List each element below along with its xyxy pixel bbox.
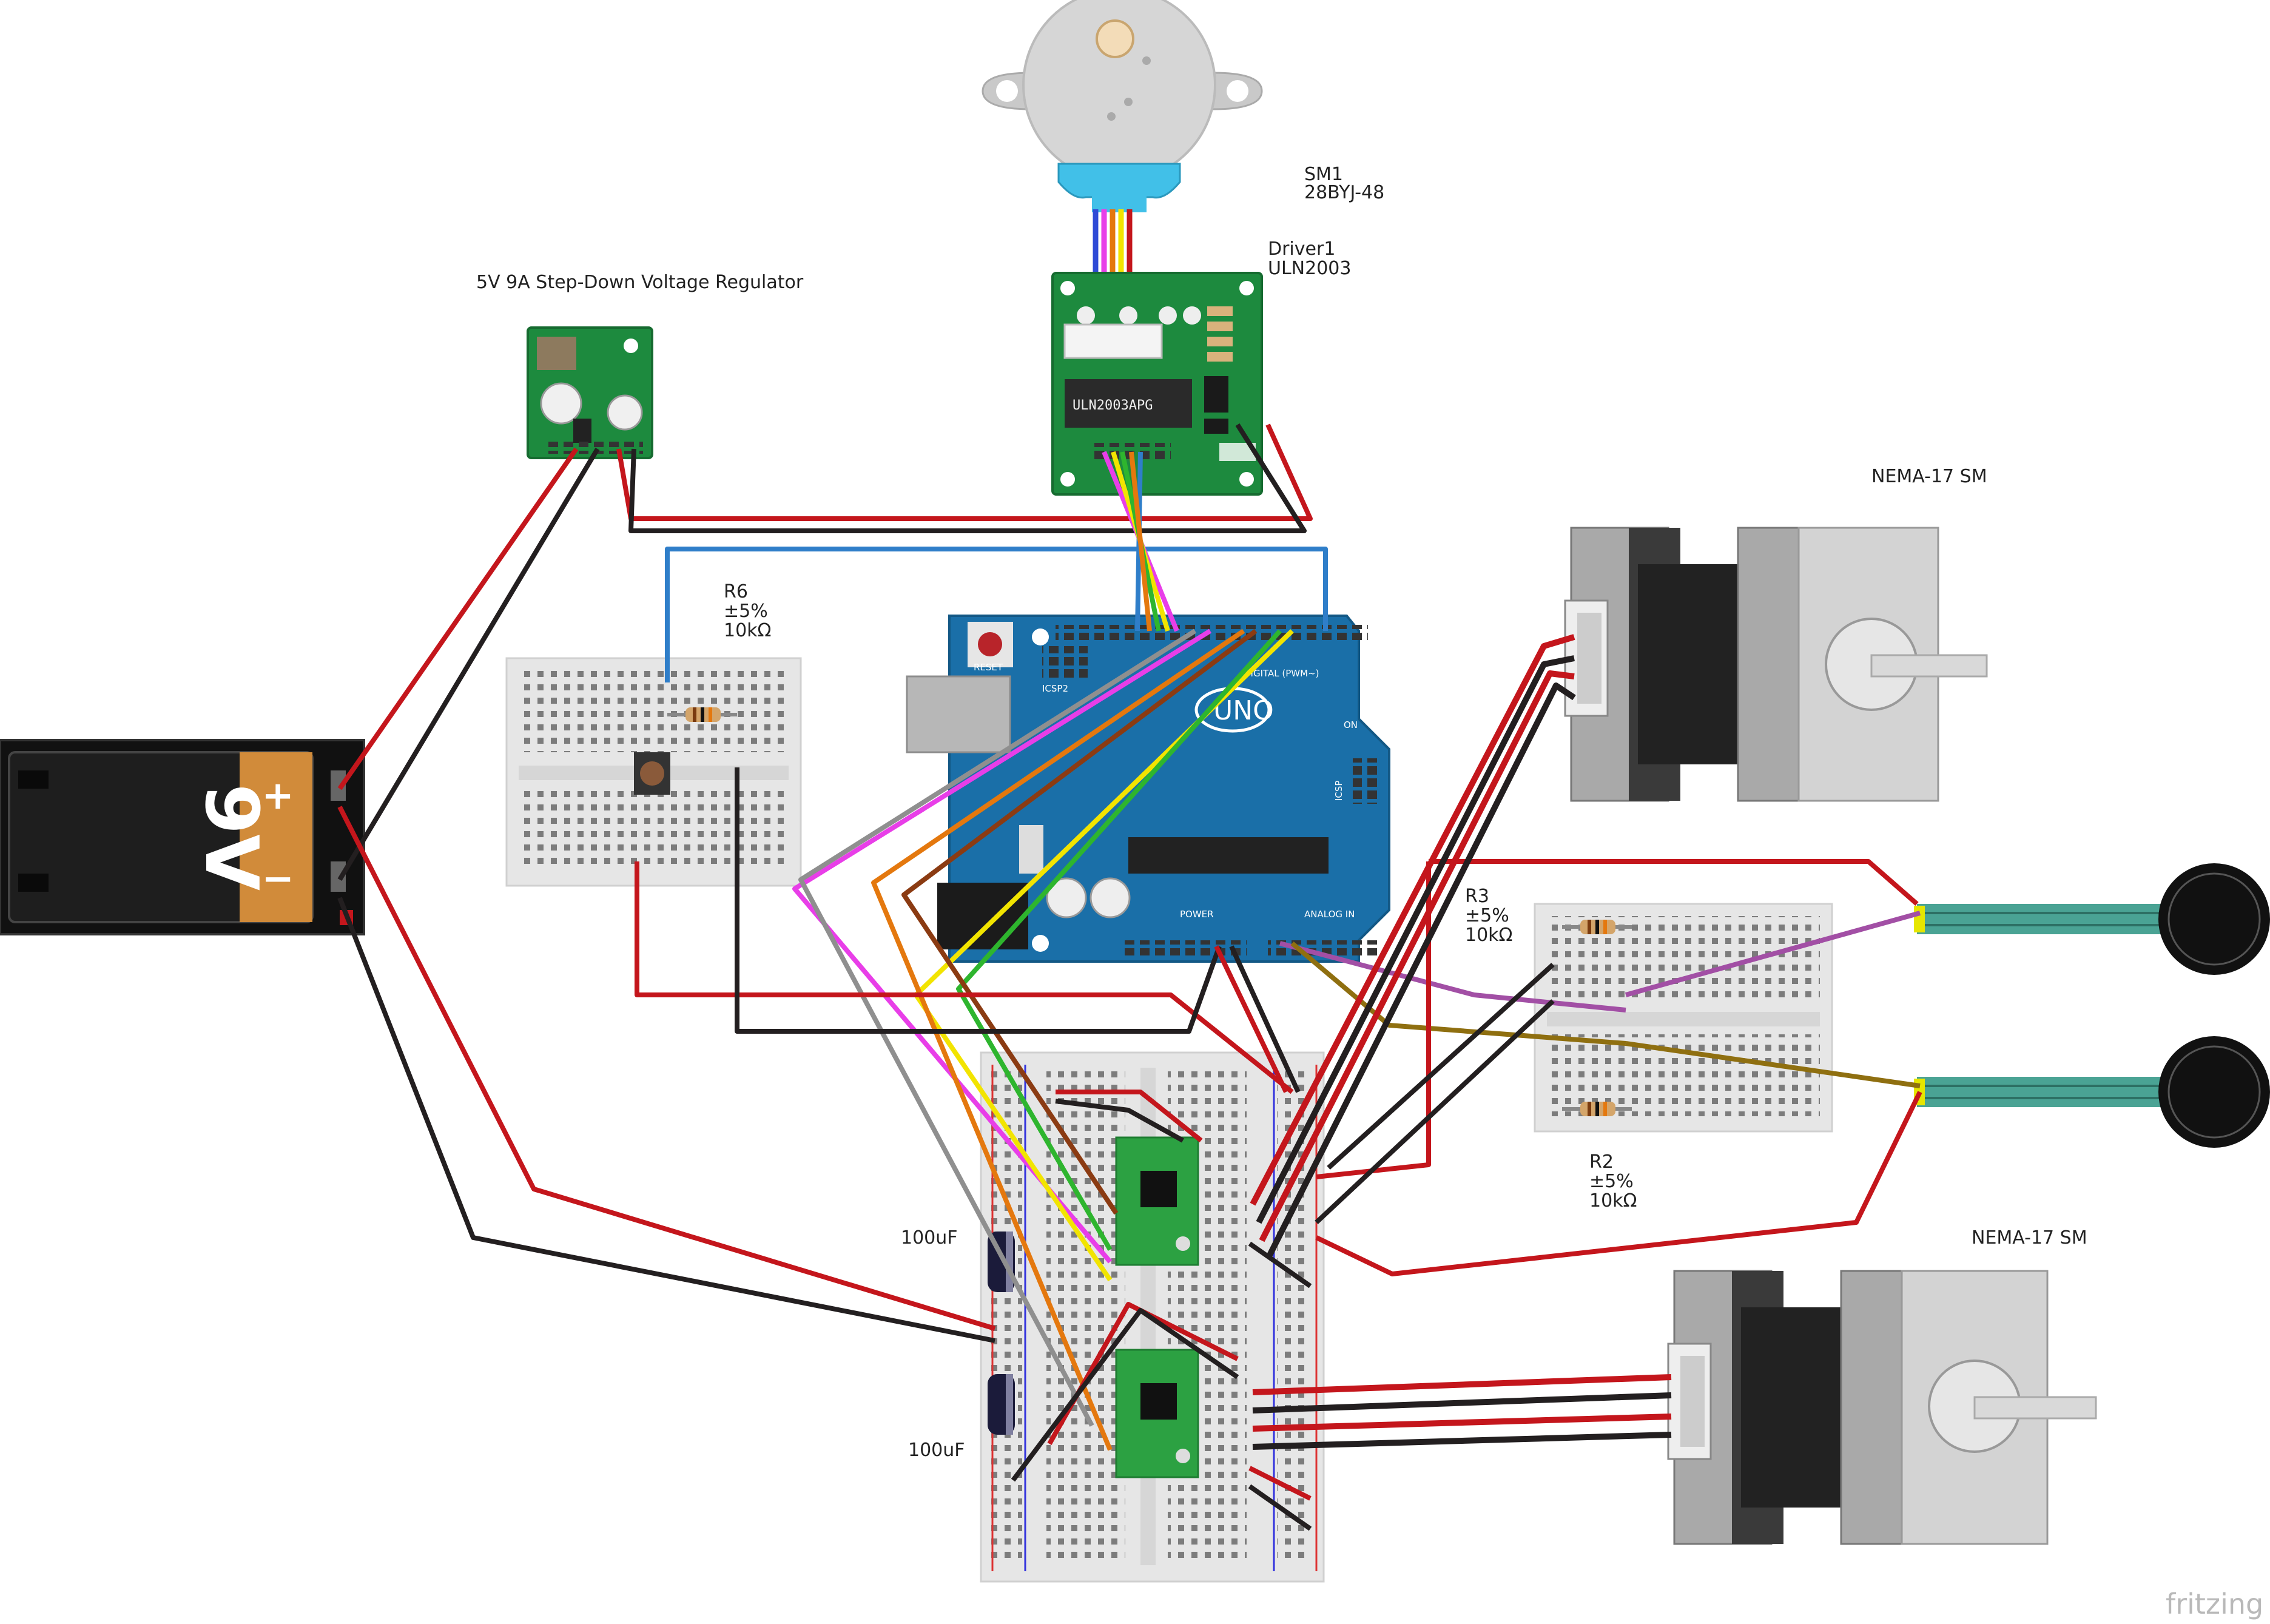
r6-value-label: 10kΩ — [724, 620, 771, 641]
resistor-r3 — [1562, 920, 1632, 934]
arduino-on-label: ON — [1344, 719, 1358, 730]
uln2003-chip-label: ULN2003APG — [1073, 398, 1153, 413]
nema17-motor-top — [1564, 527, 1988, 802]
force-sensor-top — [1914, 863, 2270, 975]
arduino-power-label: POWER — [1180, 909, 1214, 920]
capacitor-bottom — [988, 1374, 1015, 1435]
breadboard-fsr — [1534, 903, 1833, 1133]
resistor-r2 — [1562, 1102, 1632, 1116]
uln2003-driver-board: ULN2003APG — [1051, 272, 1263, 496]
pushbutton — [634, 752, 670, 795]
r2-value-label: 10kΩ — [1589, 1190, 1637, 1211]
battery-9v: 9V + − — [0, 739, 365, 935]
sm1-ref-label: SM1 — [1304, 164, 1343, 185]
capacitor-bottom-label: 100uF — [908, 1440, 965, 1461]
driver-part-label: ULN2003 — [1268, 258, 1351, 279]
capacitor-top-label: 100uF — [901, 1227, 958, 1248]
resistor-r6 — [667, 707, 737, 722]
r3-value-label: 10kΩ — [1465, 925, 1512, 946]
battery-label: 9V — [189, 784, 273, 891]
stepper-driver-a4988-top — [1115, 1136, 1199, 1266]
stepper-28byj48 — [982, 0, 1263, 212]
nema17-motor-bottom — [1667, 1270, 2097, 1545]
regulator-label: 5V 9A Step-Down Voltage Regulator — [476, 272, 804, 293]
arduino-digital-label: DIGITAL (PWM~) — [1244, 668, 1319, 679]
wires — [337, 423, 1922, 1531]
r6-tolerance-label: ±5% — [724, 601, 768, 622]
arduino-icsp2-label: ICSP2 — [1042, 683, 1068, 694]
r3-tolerance-label: ±5% — [1465, 905, 1509, 926]
r2-ref-label: R2 — [1589, 1151, 1614, 1173]
nema-top-label: NEMA-17 SM — [1871, 466, 1987, 487]
r6-ref-label: R6 — [724, 581, 748, 602]
fritzing-watermark: fritzing — [2166, 1588, 2263, 1620]
labels: 5V 9A Step-Down Voltage Regulator SM1 28… — [476, 164, 2263, 1620]
arduino-reset-label: RESET — [974, 662, 1003, 673]
battery-minus-sign: − — [261, 857, 294, 901]
step-down-regulator — [527, 326, 653, 459]
r2-tolerance-label: ±5% — [1589, 1171, 1634, 1192]
arduino-analog-label: ANALOG IN — [1304, 909, 1355, 920]
force-sensor-bottom — [1914, 1036, 2270, 1148]
arduino-icsp-label: ICSP — [1333, 781, 1344, 801]
r3-ref-label: R3 — [1465, 886, 1489, 907]
sm1-part-label: 28BYJ-48 — [1304, 182, 1384, 203]
driver-ref-label: Driver1 — [1268, 238, 1335, 260]
nema-bottom-label: NEMA-17 SM — [1972, 1227, 2087, 1248]
battery-plus-sign: + — [261, 773, 294, 818]
stepper-driver-a4988-bottom — [1115, 1349, 1199, 1478]
